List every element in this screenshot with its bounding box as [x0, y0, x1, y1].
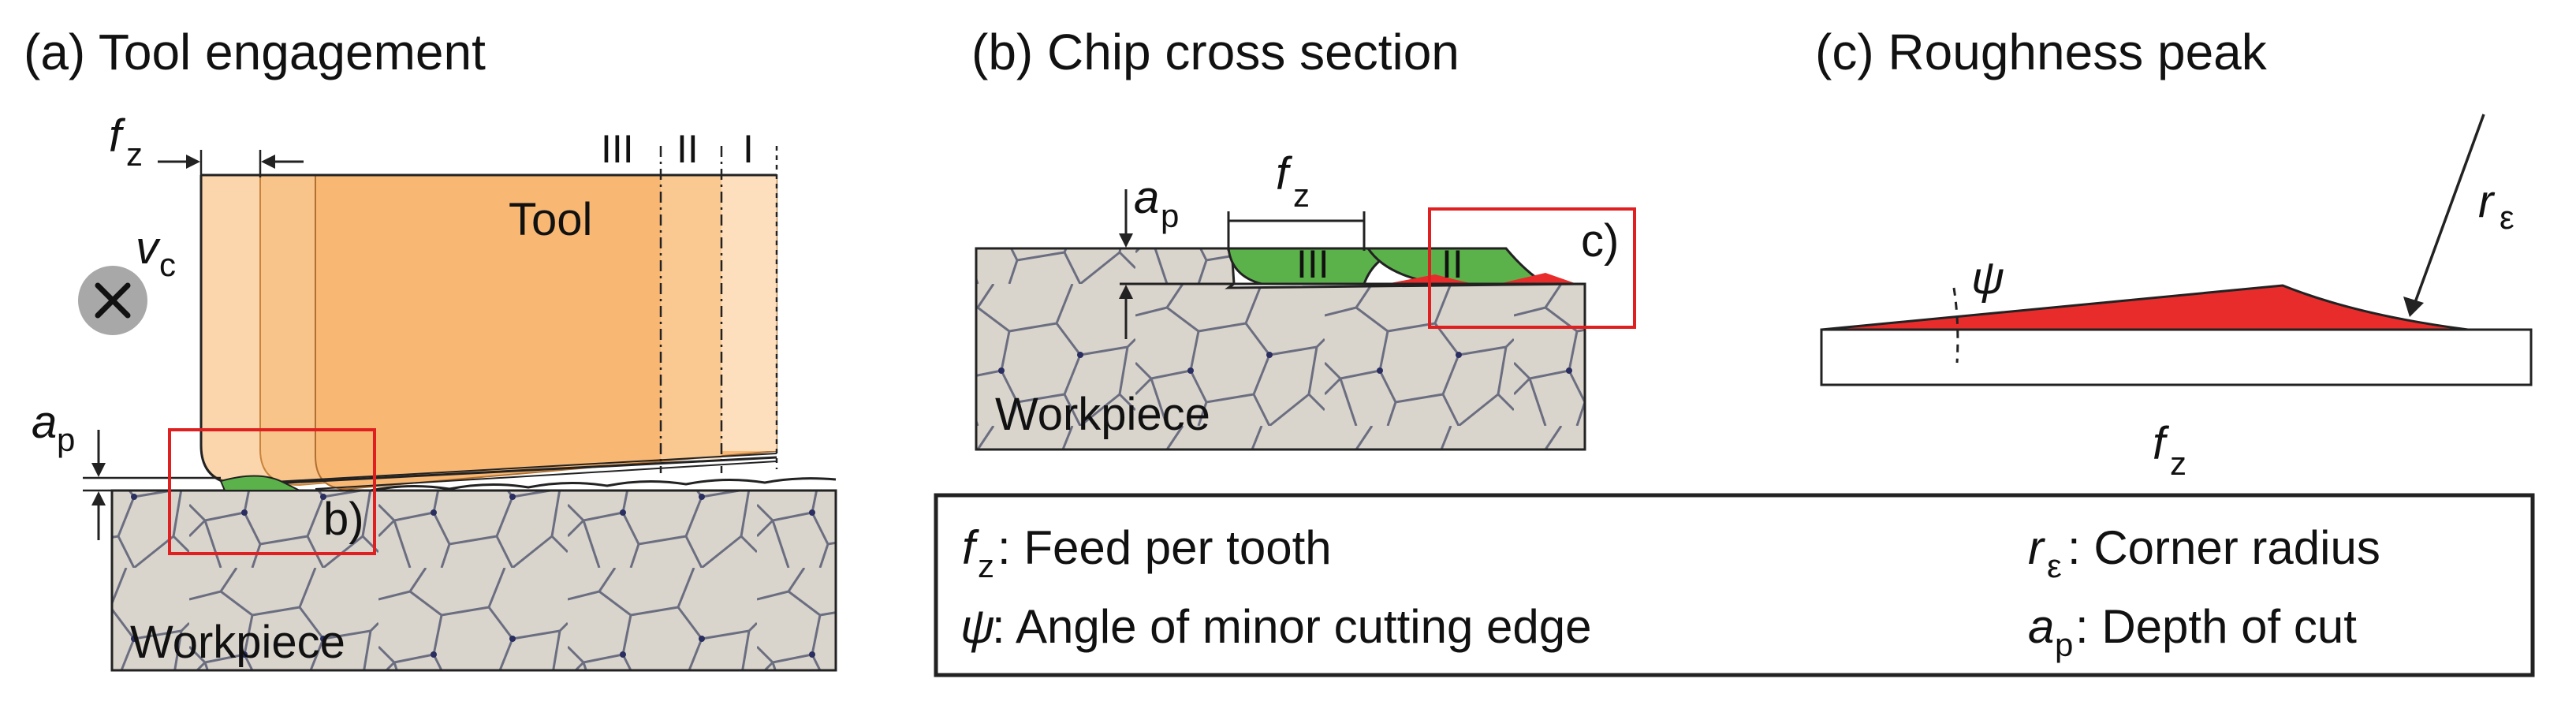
fz-b-subscript: z [1293, 177, 1310, 214]
fz-b-symbol: f [1276, 148, 1293, 200]
inset-b-label: b) [323, 494, 364, 545]
ap-b-symbol: a [1134, 172, 1159, 223]
roughness-peak [1821, 284, 2469, 331]
workpiece-a [110, 489, 837, 672]
psi-dashed-arc [1952, 287, 1959, 364]
legend-psi-text: : Angle of minor cutting edge [992, 600, 1592, 653]
fz-c-subscript: z [2170, 445, 2186, 482]
panel-c-title: (c) Roughness peak [1815, 24, 2268, 80]
chip-ii-label: II [1441, 242, 1463, 286]
legend-fz-text: : Feed per tooth [997, 521, 1332, 574]
ap-a-symbol: a [32, 397, 57, 448]
radius-arrow [2413, 114, 2485, 305]
fz-a-arrowhead-1 [186, 155, 200, 169]
legend-r-text: : Corner radius [2067, 521, 2380, 574]
fz-a-symbol: f [109, 110, 126, 162]
legend-ap-text: : Depth of cut [2075, 600, 2357, 653]
r-subscript: ε [2500, 199, 2514, 236]
machined-surface-a [370, 477, 837, 492]
panel-c: ψ r ε f z [1820, 114, 2533, 482]
ap-a-arrowhead-1 [91, 463, 106, 477]
r-symbol: r [2478, 176, 2496, 227]
tool-label: Tool [509, 194, 592, 245]
legend-ap-symbol: a [2028, 600, 2054, 653]
legend-box [934, 493, 2535, 677]
workpiece-b-label: Workpiece [995, 389, 1210, 440]
workpiece-a-label: Workpiece [130, 617, 345, 668]
legend-ap-subscript: p [2055, 626, 2073, 663]
inset-box-b [168, 428, 376, 555]
chip-green-a [219, 475, 300, 491]
inset-box-c [1428, 207, 1636, 329]
vc-cross-icon [95, 282, 131, 319]
vc-symbol: v [136, 222, 161, 274]
chip-iii-label: III [1296, 242, 1329, 286]
ap-b-subscript: p [1161, 197, 1179, 234]
panel-a: Workpiece III II I Tool f z v [32, 110, 837, 672]
zone-i-label: I [743, 127, 754, 171]
ap-b-arrowhead-2 [1119, 285, 1133, 299]
psi-symbol: ψ [1971, 252, 2004, 304]
zone-ii-label: II [677, 127, 699, 171]
zone-band-ii [661, 175, 721, 459]
vc-subscript: c [159, 246, 176, 283]
zone-iii-label: III [601, 127, 634, 171]
panel-a-title: (a) Tool engagement [24, 24, 486, 80]
inset-c-label: c) [1581, 215, 1619, 267]
peak-red-b [1386, 273, 1577, 284]
legend-psi-symbol: ψ [960, 600, 995, 653]
legend-r-subscript: ε [2047, 547, 2062, 584]
panel-b-title: (b) Chip cross section [971, 24, 1459, 80]
tool-bottom-edge [259, 453, 777, 483]
legend-fz-subscript: z [978, 547, 994, 584]
radius-arrowhead [2403, 297, 2424, 317]
legend: f z : Feed per tooth ψ : Angle of minor … [934, 493, 2535, 677]
ap-b-arrowhead-1 [1119, 233, 1133, 248]
ap-a-arrowhead-2 [91, 491, 106, 505]
legend-r-symbol: r [2028, 521, 2045, 574]
legend-fz-symbol: f [962, 521, 979, 574]
fz-a-arrowhead-2 [261, 155, 275, 169]
ap-a-subscript: p [57, 421, 75, 458]
zone-band-i [721, 175, 777, 451]
fz-a-subscript: z [126, 136, 143, 173]
panel-b: Workpiece III II a p f z c) [975, 148, 1636, 451]
tool-bottom-edge-2 [315, 461, 777, 490]
fz-c-symbol: f [2153, 418, 2170, 469]
roughness-base [1820, 328, 2533, 386]
